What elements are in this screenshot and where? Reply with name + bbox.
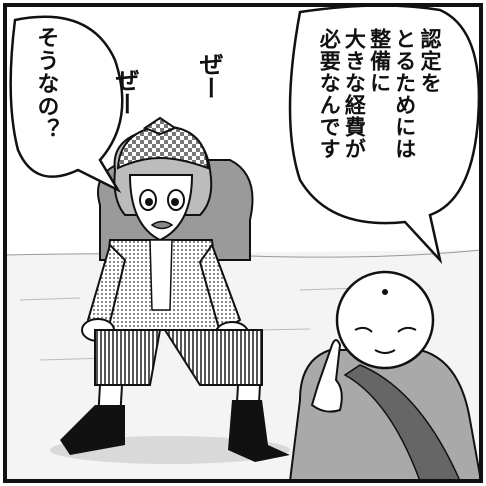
shirt	[149, 239, 173, 311]
monk-left-eye	[354, 326, 373, 333]
deerstalker-hat	[116, 124, 210, 170]
speech-text-right: 認定を とるためには 整備に 大きな経費が 必要なんです	[316, 28, 442, 223]
sfx-left: ぜー	[111, 68, 139, 116]
left-leg	[94, 329, 162, 386]
speech-right-line-3: 整備に	[367, 28, 392, 94]
right-boot	[228, 400, 290, 462]
monk-right-eye	[397, 326, 417, 333]
hat-bow	[142, 116, 178, 136]
right-leg	[163, 329, 263, 386]
sfx-right: ぜー	[195, 52, 223, 100]
monk-raised-hand	[310, 339, 343, 413]
speech-right-line-1: 認定を	[417, 28, 442, 94]
speech-right-line-4: 大きな経費が	[342, 28, 367, 160]
speech-right-line-5: 必要なんです	[317, 28, 342, 160]
speech-left-line: そうなの？	[33, 26, 59, 141]
speech-bubble-right	[288, 4, 481, 265]
mouth	[150, 220, 174, 230]
speech-right-line-2: とるためには	[392, 28, 417, 160]
left-boot	[60, 405, 125, 455]
speech-bubble-left	[9, 15, 124, 194]
monk-head	[335, 270, 435, 370]
speech-text-left: そうなの？	[32, 26, 58, 166]
monk-mouth	[374, 349, 396, 354]
